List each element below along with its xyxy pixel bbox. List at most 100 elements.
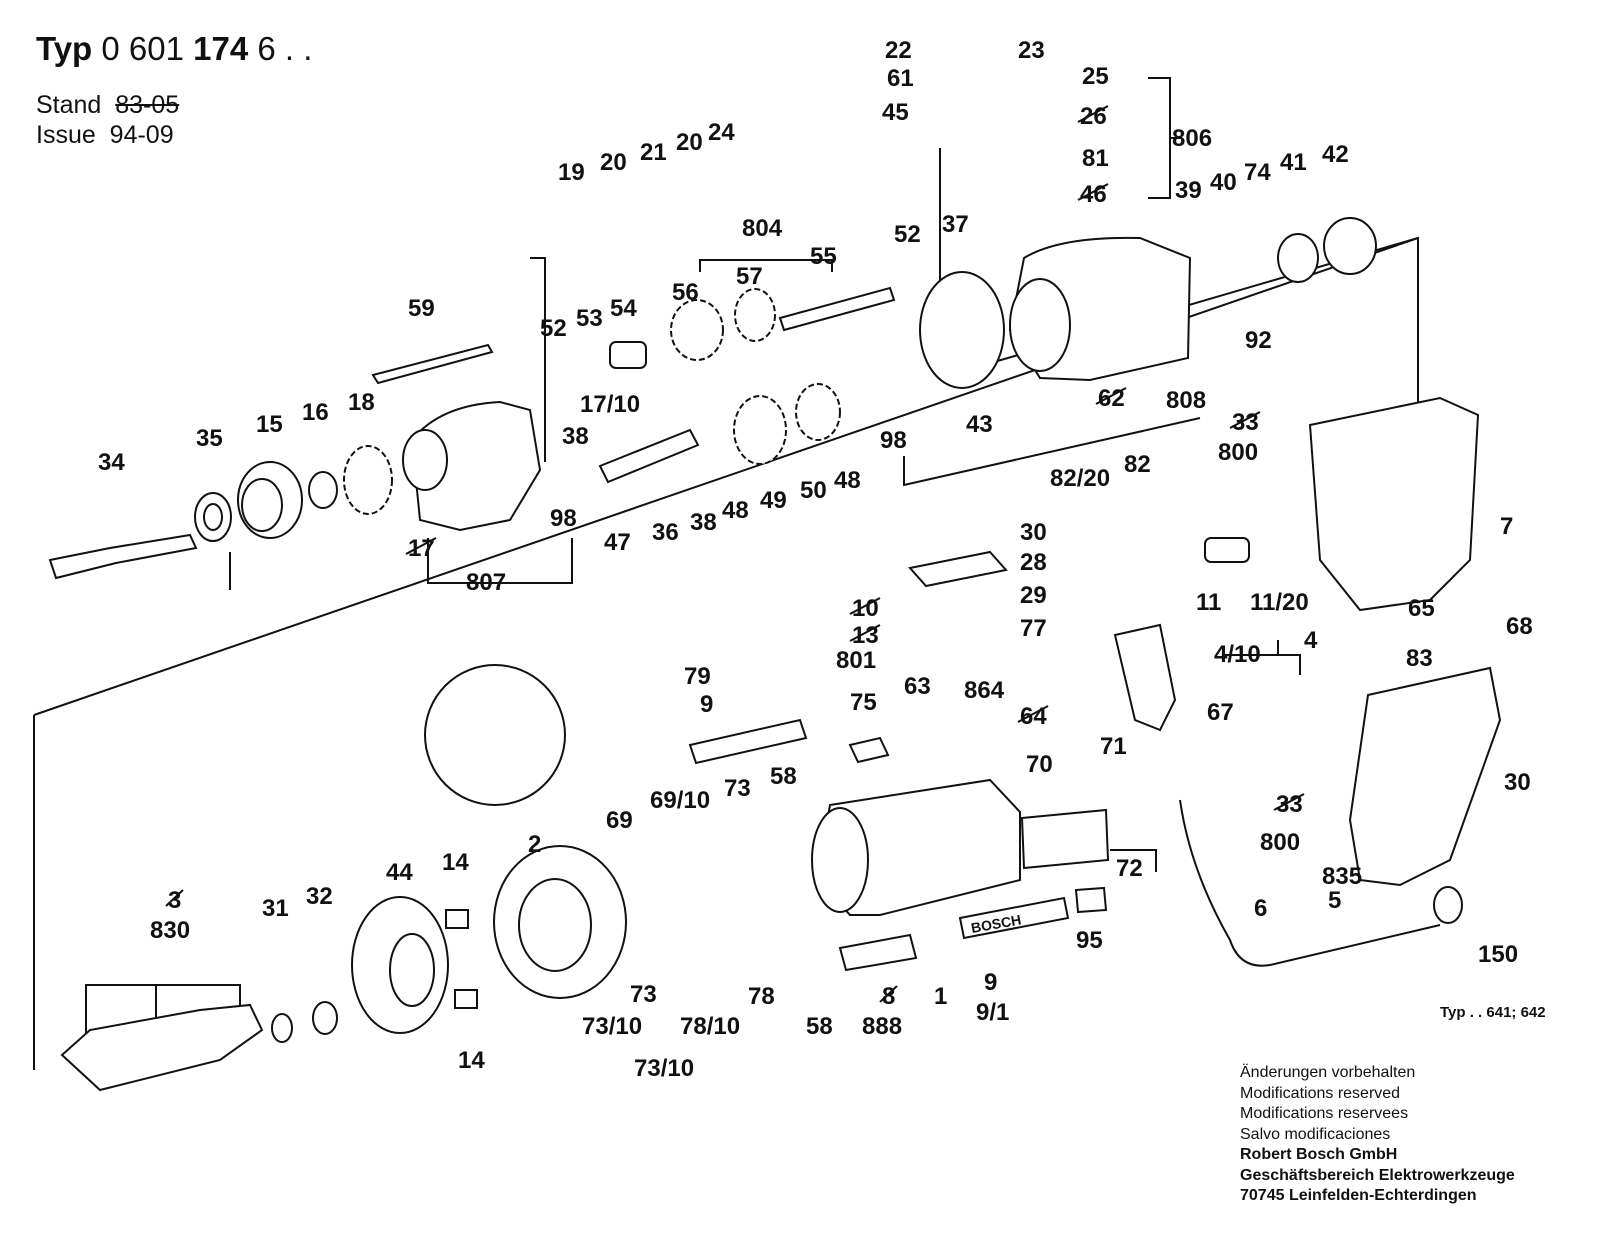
part-label-62: 62: [1098, 385, 1125, 412]
bolt-59: [371, 343, 494, 385]
part-label-33: 33: [1276, 791, 1303, 818]
bearing-32: [312, 1001, 338, 1035]
strike-mark: [165, 889, 184, 907]
footer-line-1: Änderungen vorbehalten: [1240, 1064, 1416, 1081]
part-label-800: 800: [1218, 439, 1258, 466]
part-label-55: 55: [810, 243, 837, 270]
part-label-28: 28: [1020, 549, 1047, 576]
part-label-77: 77: [1020, 615, 1047, 642]
part-label-52: 52: [894, 221, 921, 248]
part-label-45: 45: [882, 99, 909, 126]
gear-56: [670, 299, 724, 361]
part-label-48: 48: [722, 497, 749, 524]
part-label-800: 800: [1260, 829, 1300, 856]
part-label-20: 20: [676, 129, 703, 156]
plug-835: [1433, 886, 1463, 924]
typ-number-b: 174: [193, 30, 249, 67]
footer-company: Robert Bosch GmbH: [1240, 1146, 1398, 1163]
typ-label: Typ: [36, 30, 93, 67]
part-label-14: 14: [458, 1047, 485, 1074]
part-label-1: 1: [934, 983, 947, 1010]
revision-block: Stand 83-05 Issue 94-09: [36, 90, 179, 150]
part-label-53: 53: [576, 305, 603, 332]
issue-label: Issue: [36, 121, 96, 149]
part-label-2: 2: [528, 831, 541, 858]
bearing-41: [1277, 233, 1319, 283]
typ-number-c: 6 . .: [257, 30, 313, 67]
part-label-74: 74: [1244, 159, 1271, 186]
part-label-13: 13: [852, 622, 879, 649]
part-label-807: 807: [466, 569, 506, 596]
part-label-22: 22: [885, 37, 912, 64]
part-label-39: 39: [1175, 177, 1202, 204]
strike-mark: [879, 985, 898, 1003]
part-label-68: 68: [1506, 613, 1533, 640]
part-label-33: 33: [1232, 409, 1259, 436]
issue-line: Issue 94-09: [36, 120, 179, 150]
part-label-49: 49: [760, 487, 787, 514]
strike-mark: [849, 597, 881, 615]
part-label-5: 5: [1328, 887, 1341, 914]
part-label-19: 19: [558, 159, 585, 186]
strike-mark: [1077, 105, 1109, 123]
part-label-73: 73: [630, 981, 657, 1008]
spring-14-lower: [454, 989, 478, 1009]
part-label-25: 25: [1082, 63, 1109, 90]
part-label-58: 58: [806, 1013, 833, 1040]
part-label-46: 46: [1080, 181, 1107, 208]
armature-830: [60, 1003, 264, 1092]
part-label-56: 56: [672, 279, 699, 306]
part-label-17-10: 17/10: [580, 391, 640, 418]
part-label-11: 11: [1196, 589, 1221, 616]
gear-18: [343, 445, 393, 515]
part-label-58: 58: [770, 763, 797, 790]
part-label-29: 29: [1020, 582, 1047, 609]
power-cord-6: [1179, 799, 1441, 967]
part-label-9: 9: [700, 691, 713, 718]
part-label-4: 4: [1304, 627, 1318, 654]
part-label-23: 23: [1018, 37, 1045, 64]
part-label-75: 75: [850, 689, 877, 716]
footer-line-4: Salvo modificaciones: [1240, 1125, 1391, 1143]
part-label-26: 26: [1080, 103, 1107, 130]
part-label-864: 864: [964, 677, 1005, 704]
cover-75: [848, 736, 890, 764]
part-label-73: 73: [724, 775, 751, 802]
part-label-64: 64: [1020, 703, 1047, 730]
footer-address: 70745 Leinfelden-Echterdingen: [1240, 1187, 1477, 1204]
part-label-31: 31: [262, 895, 289, 922]
strike-mark: [1229, 411, 1261, 429]
detail-inset: [424, 664, 566, 806]
type-number-heading: Typ 0 601 174 6 . .: [36, 30, 312, 68]
part-label-70: 70: [1026, 751, 1053, 778]
issue-value: 94-09: [109, 121, 174, 149]
handle-shell-800-lower: [1348, 666, 1502, 887]
part-label-804: 804: [742, 215, 783, 242]
part-label-32: 32: [306, 883, 333, 910]
part-label-835: 835: [1322, 863, 1362, 890]
part-label-30: 30: [1020, 519, 1047, 546]
part-label-801: 801: [836, 647, 876, 674]
part-label-47: 47: [604, 529, 631, 556]
part-label-10: 10: [852, 595, 879, 622]
part-label-3: 3: [168, 887, 181, 914]
part-label-63: 63: [904, 673, 931, 700]
part-label-92: 92: [1245, 327, 1272, 354]
nameplate-bosch: [958, 896, 1070, 940]
part-label-888: 888: [862, 1013, 902, 1040]
capacitor-11: [1204, 537, 1250, 563]
gear-49: [733, 395, 787, 465]
part-label-59: 59: [408, 295, 435, 322]
component-shapes: [48, 217, 1502, 1092]
part-label-9: 9: [984, 969, 997, 996]
part-label-18: 18: [348, 389, 375, 416]
shaft-55: [778, 286, 896, 332]
part-label-20: 20: [600, 149, 627, 176]
part-label-81: 81: [1082, 145, 1109, 172]
brush-holder-28: [908, 550, 1008, 588]
strike-mark: [1077, 183, 1109, 201]
part-label-48: 48: [834, 467, 861, 494]
part-label-808: 808: [1166, 387, 1206, 414]
part-label-95: 95: [1076, 927, 1103, 954]
